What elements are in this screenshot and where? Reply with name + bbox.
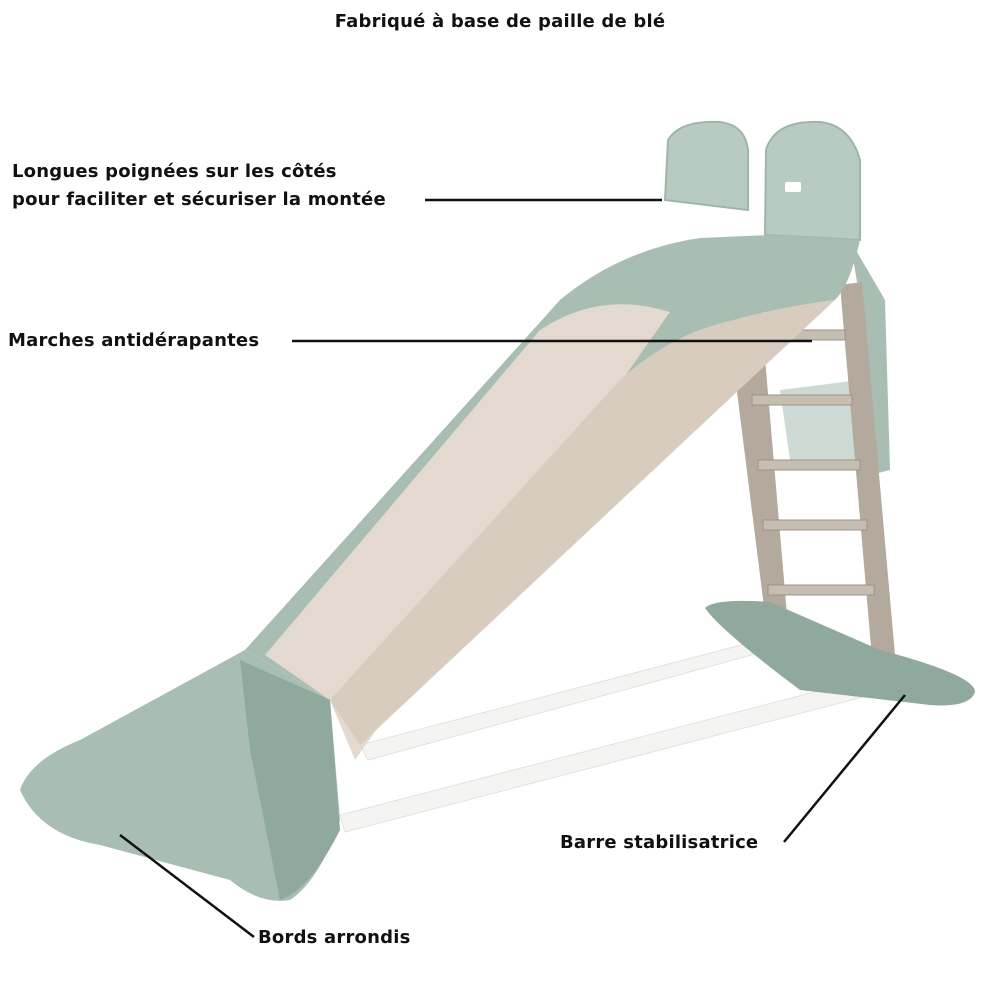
base-foot <box>705 600 975 706</box>
label-steps: Marches antidérapantes <box>8 330 260 351</box>
label-bar: Barre stabilisatrice <box>560 832 759 853</box>
page-title: Fabriqué à base de paille de blé <box>334 11 666 32</box>
stabilizer-bar <box>339 639 891 833</box>
slide-chute <box>20 235 860 901</box>
label-handles-line2: pour faciliter et sécuriser la montée <box>12 189 386 210</box>
label-edges: Bords arrondis <box>258 927 411 948</box>
brand-logo <box>785 182 801 192</box>
leader-lines <box>119 198 906 938</box>
label-handles-line1: Longues poignées sur les côtés <box>12 161 337 182</box>
